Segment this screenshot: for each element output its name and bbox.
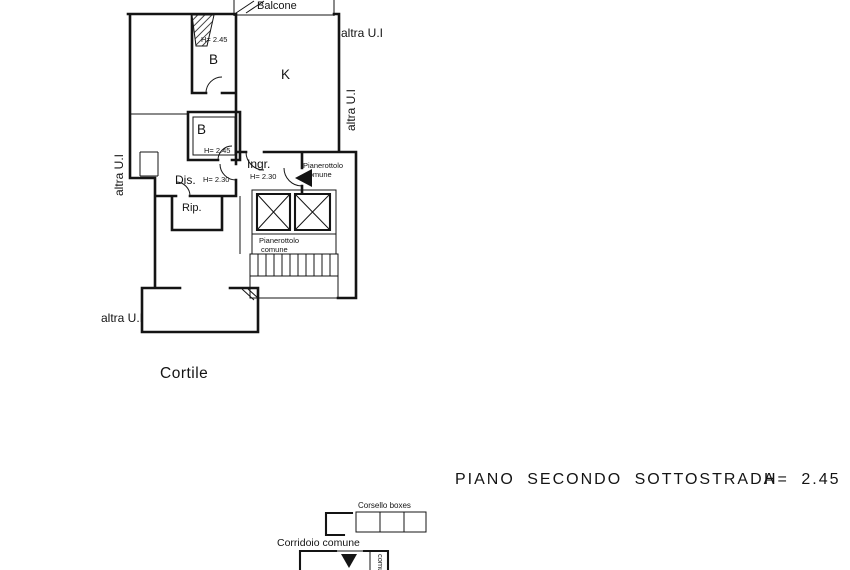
caption: PIANO SECONDO SOTTOSTRADA H= 2.45 [455,471,840,488]
entrance-label: Ingr. [247,157,270,171]
hall-height: H= 2.30 [203,175,229,184]
storage-label: Rip. [182,202,202,214]
altra-ui-bottom-left-label: altra U.I [101,311,143,325]
outer-walls [126,12,358,334]
corridoio-comune-label: Corridoio comune [277,537,360,549]
upper-floor-plan: Balcone altra U.I altra U.I altra U.I al… [101,0,383,382]
lower-thick-walls [298,511,390,570]
corsello-boxes-label: Corsello boxes [358,501,411,510]
entrance-arrow-icon [295,169,312,187]
corridor-arrow-icon [341,554,357,568]
courtyard-label: Cortile [160,365,208,382]
bath-bottom-label: B [197,122,206,137]
entrance-height: H= 2.30 [250,172,276,181]
comune-vertical-label: comune [376,554,385,570]
elevator-shafts [255,192,332,232]
elevator-cross-lines [256,193,331,231]
altra-ui-right-label: altra U.I [344,89,358,131]
caption-height: H= 2.45 [764,471,840,488]
landing-upper-line2: comune [305,170,332,179]
landing-lower-line1: Pianerottolo [259,236,299,245]
lower-floor-plan: Corsello boxes Corridoio comune comune [277,501,427,570]
bath-top-height: H= 2.45 [201,35,227,44]
bath-bottom-height: H= 2.45 [204,146,230,155]
altra-ui-top-right-label: altra U.I [341,26,383,40]
bath-top-label: B [209,52,218,67]
hatched-wall-block [191,14,215,47]
balcony-label: Balcone [257,0,297,12]
hall-label: Dis. [175,173,196,187]
thin-lines [130,0,337,301]
door-arcs [175,76,303,197]
kitchen-label: K [281,67,290,82]
staircase [249,253,339,299]
caption-title: PIANO SECONDO SOTTOSTRADA [455,471,776,488]
altra-ui-left-label: altra U.I [112,154,126,196]
landing-lower-line2: comune [261,245,288,254]
landing-upper-line1: Pianerottolo [303,161,343,170]
lower-thin-lines [336,511,427,570]
